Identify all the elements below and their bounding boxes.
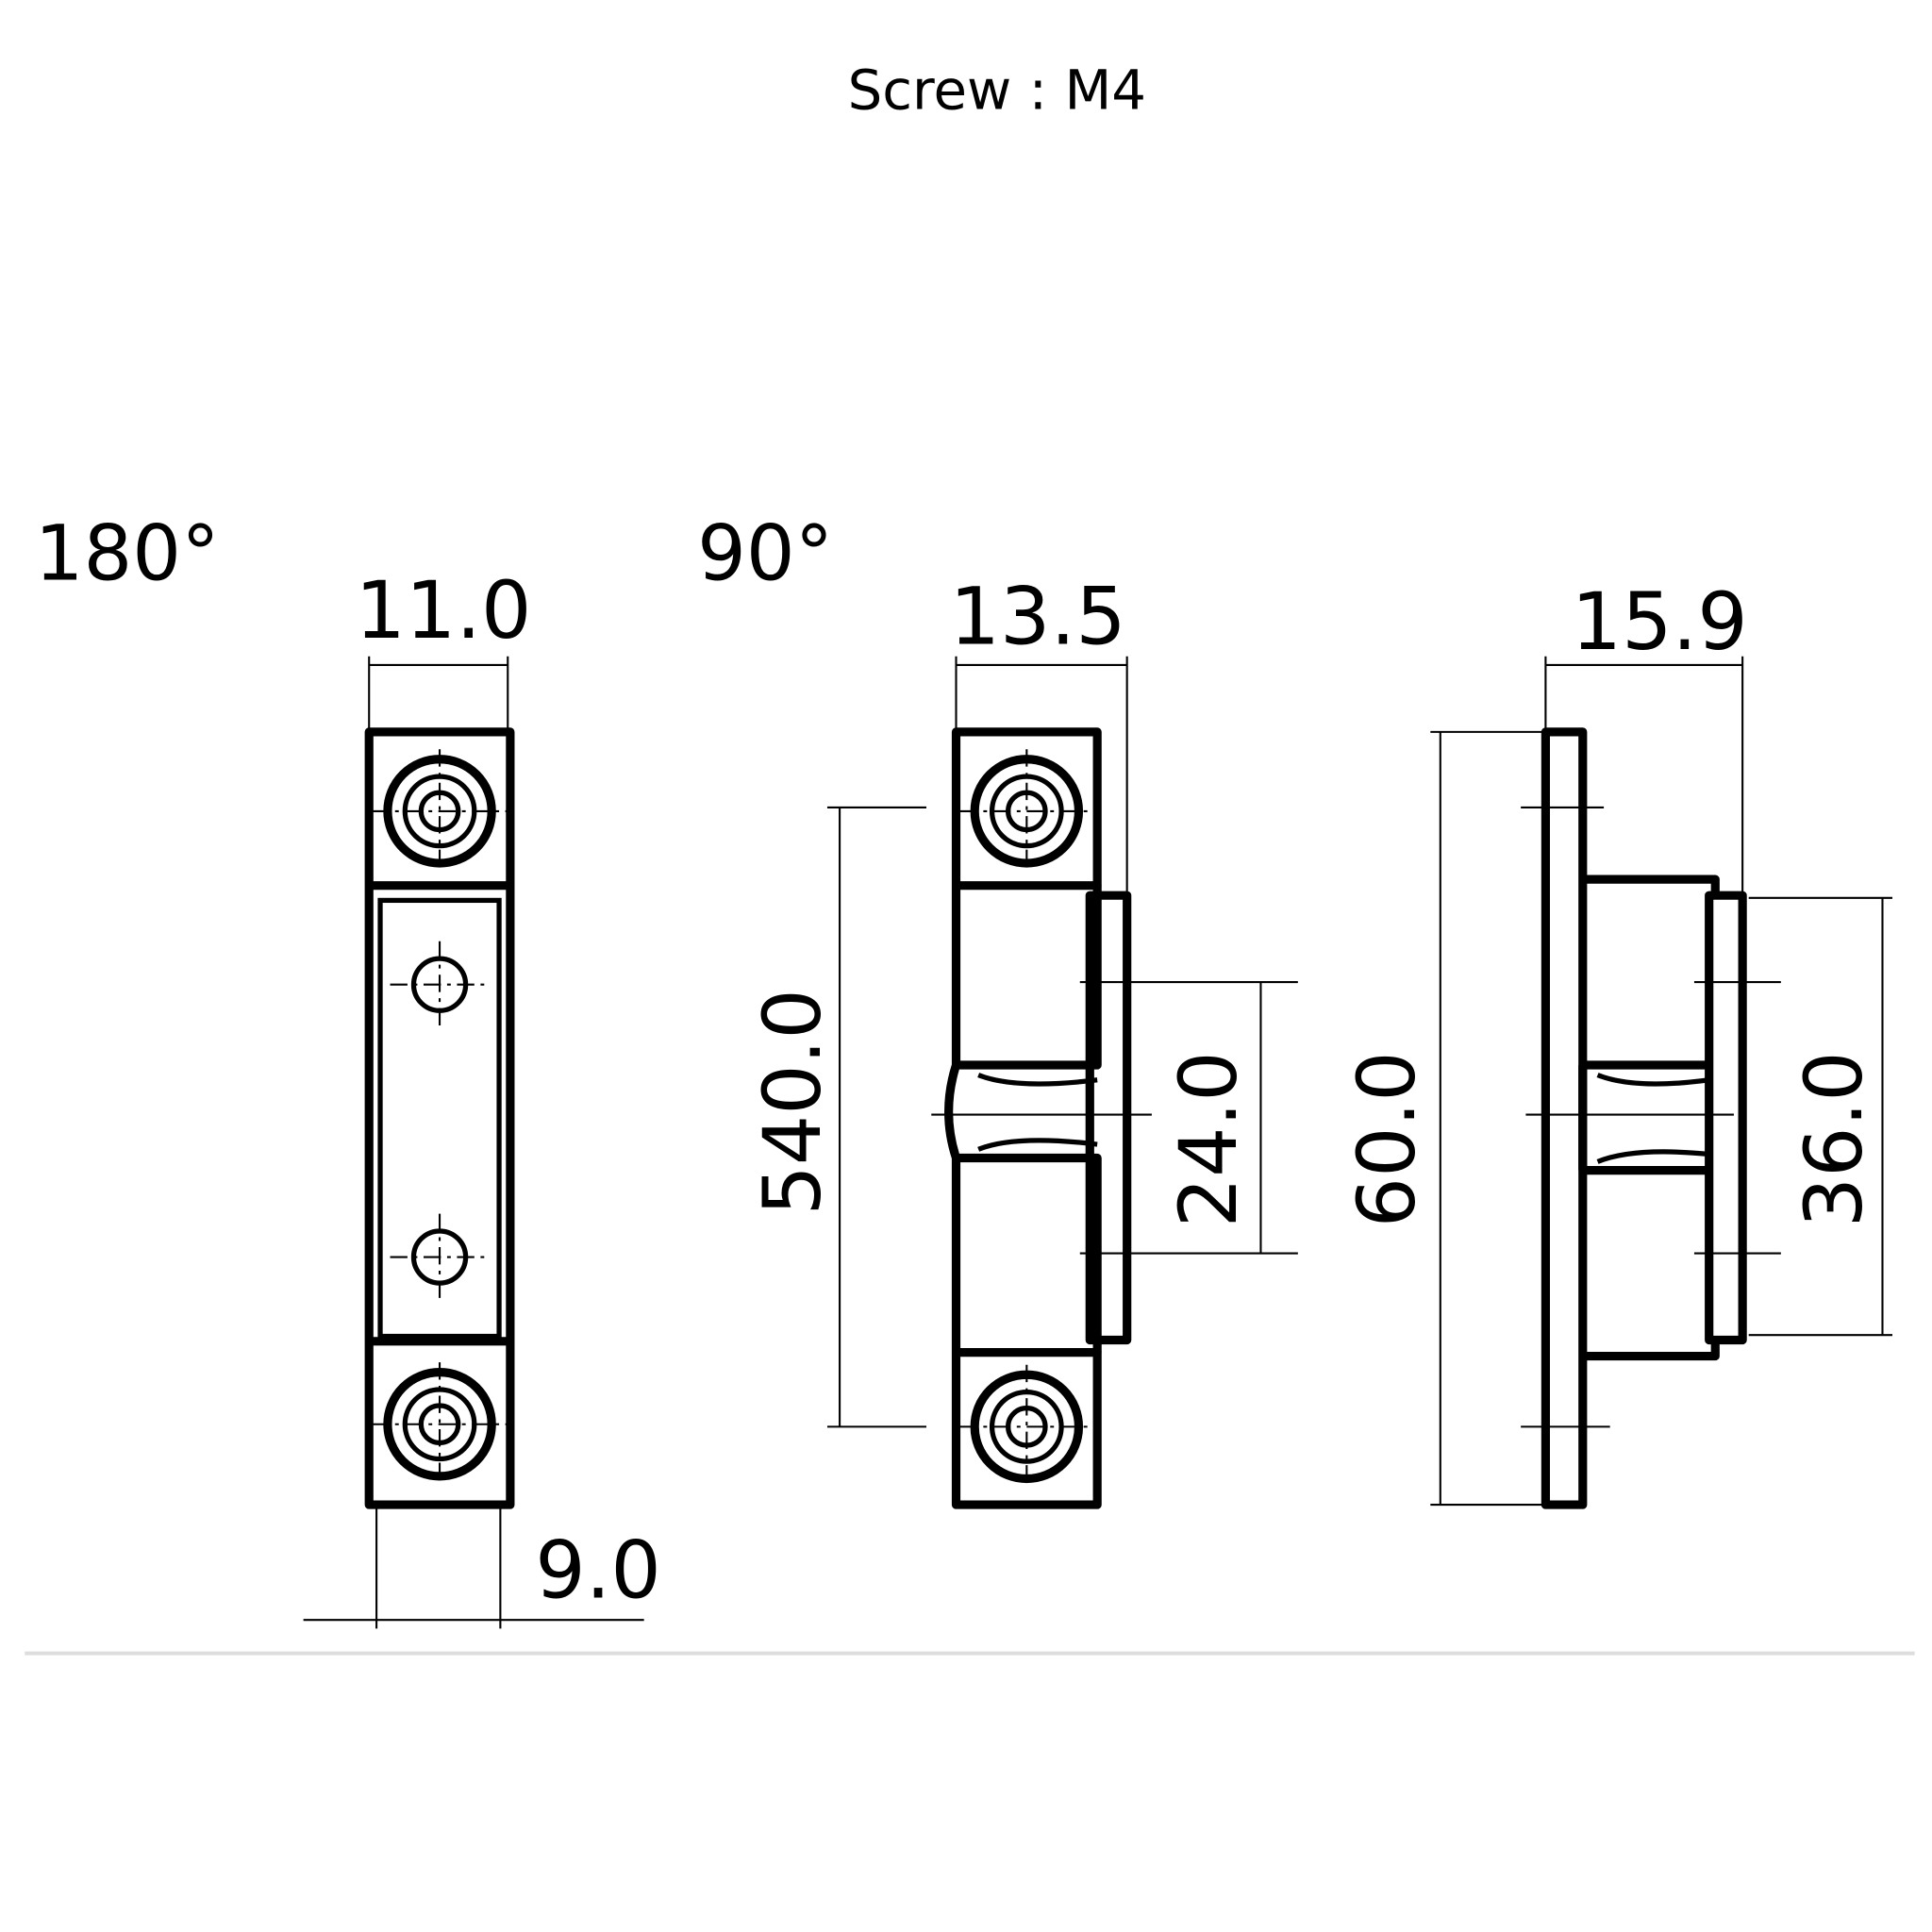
dim-plate-length: 36.0 (1788, 1051, 1880, 1227)
view-90: 13.5 540.0 24.0 (746, 571, 1298, 1509)
dim-width-90: 13.5 (950, 571, 1126, 663)
view-180: 11.0 9.0 (303, 564, 661, 1629)
label-180: 180° (35, 508, 220, 598)
dim-width-180: 11.0 (355, 564, 531, 657)
view-side: 15.9 60.0 36.0 (1341, 575, 1892, 1509)
dim-hole-spacing: 540.0 (746, 989, 839, 1216)
dim-length: 60.0 (1341, 1051, 1433, 1227)
screw-hole-top (371, 749, 508, 874)
screw-hole-bottom (371, 1362, 508, 1487)
dim-center-spacing: 24.0 (1162, 1051, 1255, 1227)
dim-depth-180: 9.0 (535, 1524, 661, 1617)
label-90: 90° (697, 508, 833, 598)
screw-spec: Screw : M4 (848, 58, 1146, 123)
dim-width-side: 15.9 (1572, 575, 1748, 668)
